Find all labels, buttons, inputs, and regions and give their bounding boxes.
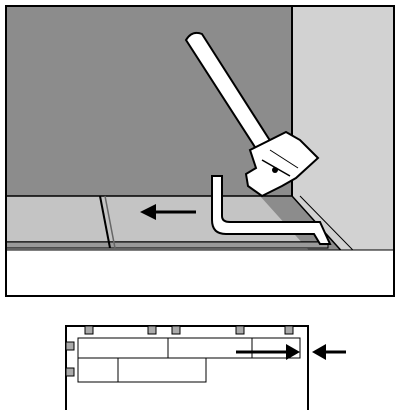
- push-arrow: [140, 204, 196, 220]
- plan-arrow-left: [312, 344, 346, 360]
- plan-arrow-right: [236, 344, 300, 360]
- back-wall: [6, 6, 296, 196]
- plan-planks: [77, 337, 301, 383]
- plan-view: [65, 325, 346, 410]
- plan-spacers: [65, 325, 294, 377]
- room-scene: [5, 5, 395, 297]
- pull-bar-icon: [211, 175, 332, 245]
- floor-planks: [5, 195, 394, 296]
- hammer-icon: [184, 31, 320, 198]
